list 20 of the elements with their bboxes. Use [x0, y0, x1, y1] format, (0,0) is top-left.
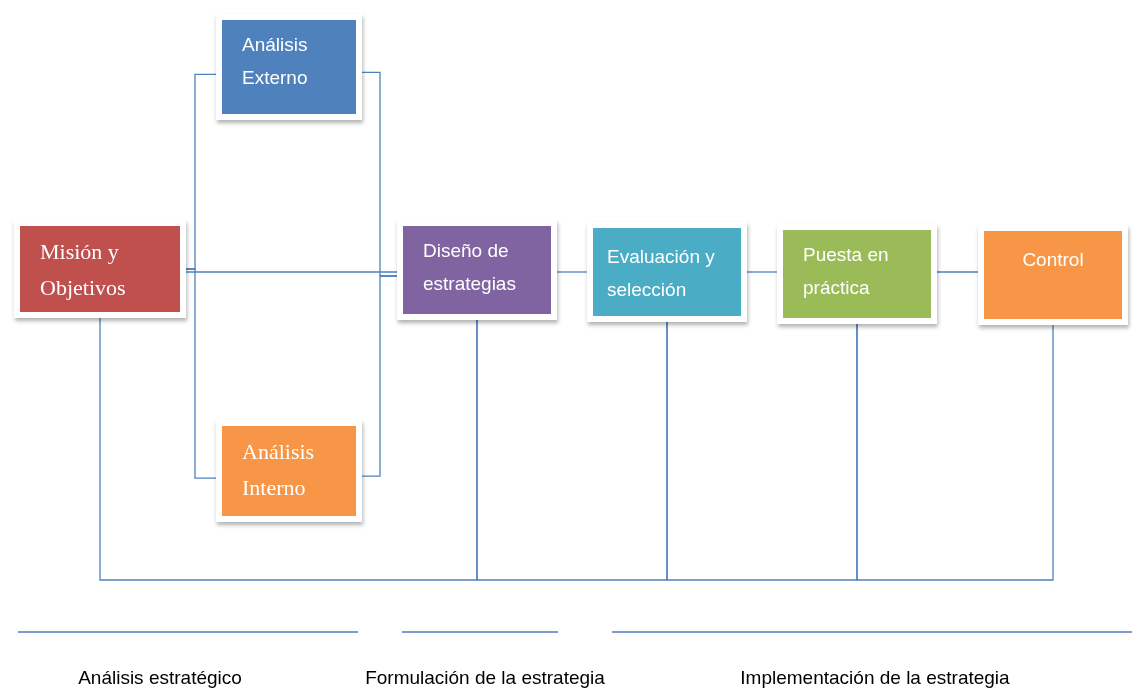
- phase-label: Implementación de la estrategia: [740, 666, 1010, 690]
- connector-line: [476, 319, 668, 581]
- connector-line: [666, 321, 858, 581]
- box-label: Misión y Objetivos: [40, 238, 127, 303]
- connector-line: [185, 268, 217, 479]
- box-label: Control: [1022, 248, 1084, 272]
- connector-line: [556, 271, 588, 273]
- box-label: Análisis Externo: [242, 33, 309, 91]
- connector-line: [746, 271, 778, 273]
- box-label: Evaluación y selección: [607, 245, 716, 303]
- connector-line: [361, 275, 398, 477]
- connector-line: [856, 323, 1054, 581]
- connector-line: [99, 317, 478, 581]
- box-label: Diseño de estrategias: [423, 239, 517, 297]
- phase-label: Formulación de la estrategia: [365, 666, 605, 690]
- connector-line: [936, 271, 979, 273]
- connector-line: [185, 271, 398, 273]
- box-label: Puesta en práctica: [803, 243, 890, 301]
- phase-label: Análisis estratégico: [78, 666, 242, 690]
- box-label: Análisis Interno: [242, 438, 316, 503]
